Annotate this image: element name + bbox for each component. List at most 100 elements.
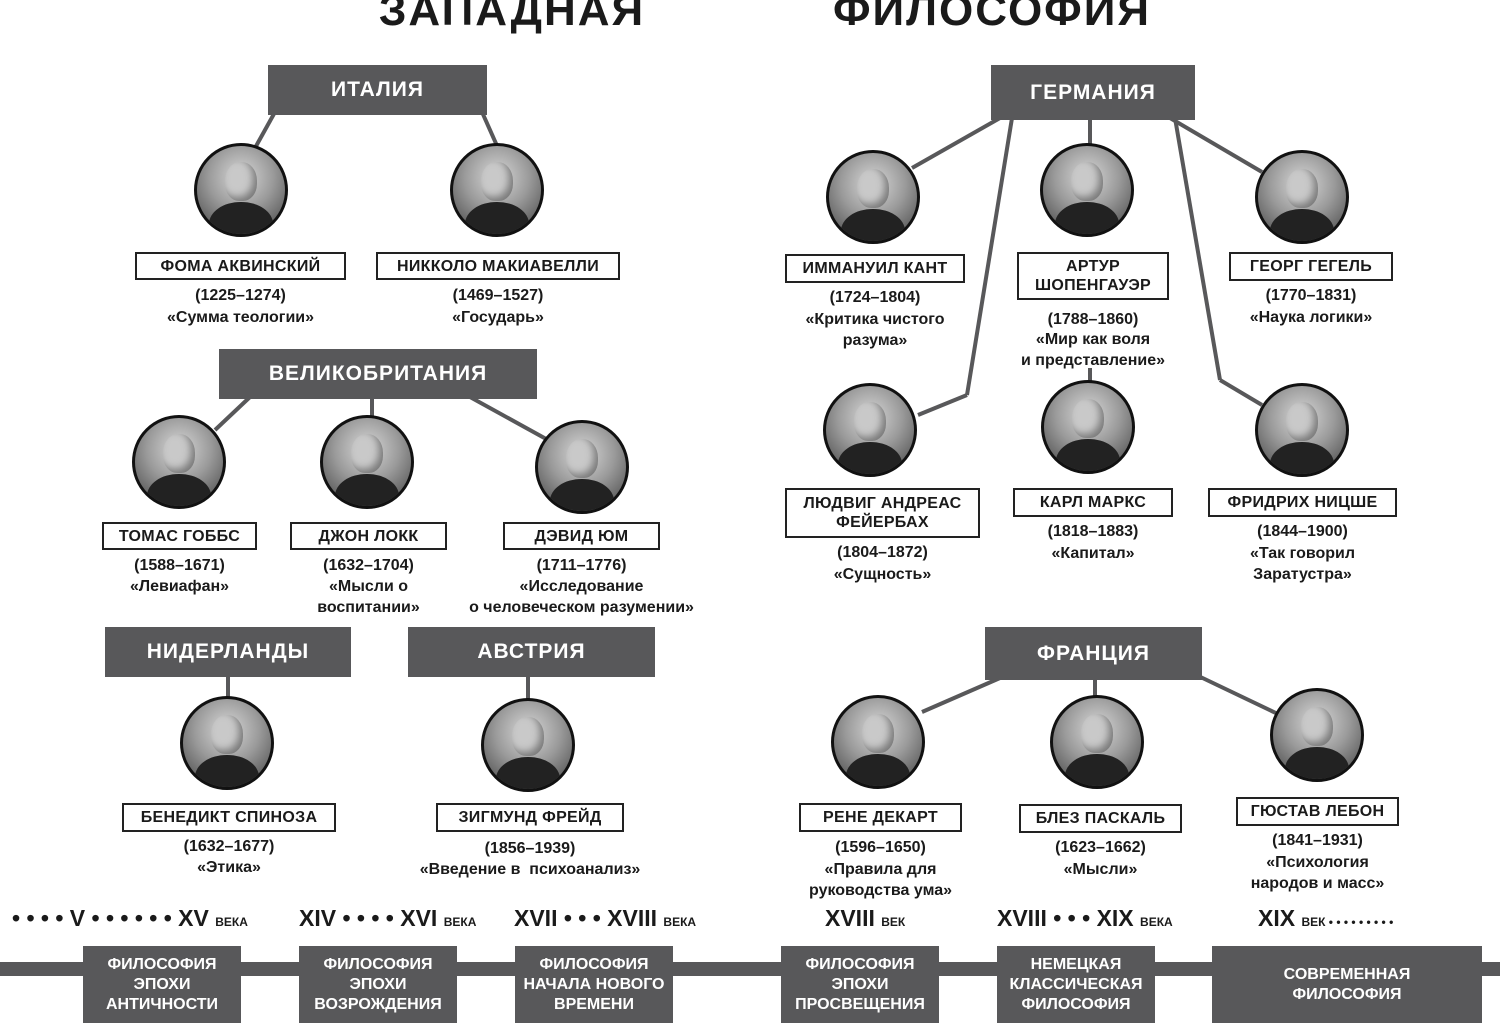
portrait-image — [1270, 688, 1364, 782]
era-box: ФИЛОСОФИЯ ЭПОХИ ВОЗРОЖДЕНИЯ — [299, 946, 457, 1023]
century-range: XVIII • • • XIX — [997, 905, 1134, 931]
philosopher-work: «Капитал» — [1051, 545, 1135, 562]
portrait-image — [1255, 383, 1349, 477]
face-shape — [1071, 161, 1103, 201]
century-range: XVII • • • XVIII — [514, 905, 658, 931]
philosopher-dates: (1596–1650) — [835, 839, 926, 856]
period-label: XIV • • • • XVI ВЕКА — [299, 905, 476, 932]
philosopher-dates: (1818–1883) — [1047, 523, 1139, 540]
portrait-image — [481, 698, 575, 792]
portrait-image — [1040, 143, 1134, 237]
philosopher-dates: (1623–1662) — [1055, 839, 1146, 856]
face-shape — [1072, 398, 1104, 438]
philosopher-dates: (1632–1704) — [323, 557, 414, 574]
century-unit: ВЕКА — [1140, 915, 1173, 929]
face-shape — [862, 713, 894, 753]
country-header: ФРАНЦИЯ — [985, 627, 1202, 680]
philosopher-work: «Мир как воля и представление» — [1021, 331, 1165, 369]
philosopher-work: «Введение в психоанализ» — [419, 861, 641, 878]
face-shape — [512, 716, 544, 756]
century-range: • • • • V • • • • • • XV — [12, 905, 209, 931]
philosopher-work: «Так говорил Заратустра» — [1249, 545, 1356, 583]
body-shape — [846, 754, 910, 786]
era-box: ФИЛОСОФИЯ НАЧАЛА НОВОГО ВРЕМЕНИ — [515, 946, 673, 1023]
face-shape — [211, 714, 243, 754]
philosopher-dates: (1632–1677) — [183, 838, 275, 855]
century-unit: ВЕК — [881, 915, 906, 929]
philosopher-name: РЕНЕ ДЕКАРТ — [799, 803, 962, 832]
century-unit: ВЕК • • • • • • • • • — [1301, 915, 1394, 929]
century-unit: ВЕКА — [215, 915, 248, 929]
philosopher-dates: (1856–1939) — [484, 840, 576, 857]
body-shape — [838, 442, 902, 474]
philosopher-dates: (1711–1776) — [536, 557, 627, 574]
period-label: XVII • • • XVIII ВЕКА — [514, 905, 696, 932]
body-shape — [1056, 439, 1120, 471]
portrait-image — [1255, 150, 1349, 244]
philosopher-name: ФОМА АКВИНСКИЙ — [135, 252, 346, 280]
philosopher-name: ЗИГМУНД ФРЕЙД — [436, 803, 624, 832]
face-shape — [1301, 706, 1333, 746]
philosopher-work: «Мысли о воспитании» — [317, 578, 420, 616]
philosopher-name: НИККОЛО МАКИАВЕЛЛИ — [376, 252, 620, 280]
philosopher-dates: (1844–1900) — [1257, 523, 1348, 540]
portrait-image — [132, 415, 226, 509]
portrait-image — [194, 143, 288, 237]
philosopher-name: ТОМАС ГОББС — [102, 522, 257, 550]
portrait-image — [826, 150, 920, 244]
philosopher-dates: (1804–1872) — [837, 544, 928, 561]
philosopher-dates: (1724–1804) — [829, 289, 921, 306]
country-header: ИТАЛИЯ — [268, 65, 487, 115]
body-shape — [550, 479, 614, 511]
body-shape — [1285, 747, 1349, 779]
body-shape — [1270, 209, 1334, 241]
page-title-1: ЗАПАДНАЯ — [378, 0, 646, 35]
era-box: ФИЛОСОФИЯ ЭПОХИ ПРОСВЕЩЕНИЯ — [781, 946, 939, 1023]
body-shape — [841, 209, 905, 241]
body-shape — [335, 474, 399, 506]
period-label: XVIII • • • XIX ВЕКА — [997, 905, 1173, 932]
philosopher-work: «Исследование о человеческом разумении» — [469, 578, 694, 616]
philosopher-dates: (1770–1831) — [1265, 287, 1357, 304]
philosopher-dates: (1225–1274) — [195, 287, 286, 304]
philosopher-dates: (1841–1931) — [1272, 832, 1363, 849]
portrait-image — [831, 695, 925, 789]
period-label: XIX ВЕК • • • • • • • • • — [1258, 905, 1393, 932]
body-shape — [1065, 754, 1129, 786]
body-shape — [195, 755, 259, 787]
page-title-2: ФИЛОСОФИЯ — [833, 0, 1151, 35]
body-shape — [496, 757, 560, 789]
philosopher-name: АРТУР ШОПЕНГАУЭР — [1017, 252, 1169, 300]
body-shape — [465, 202, 529, 234]
century-range: XVIII — [825, 905, 875, 931]
era-box: ФИЛОСОФИЯ ЭПОХИ АНТИЧНОСТИ — [83, 946, 241, 1023]
philosopher-work: «Сумма теологии» — [166, 309, 315, 326]
portrait-image — [1050, 695, 1144, 789]
era-box: СОВРЕМЕННАЯ ФИЛОСОФИЯ — [1212, 946, 1482, 1023]
philosopher-name: ДЖОН ЛОКК — [290, 522, 447, 550]
body-shape — [147, 474, 211, 506]
face-shape — [857, 168, 889, 208]
country-header: АВСТРИЯ — [408, 627, 655, 677]
body-shape — [209, 202, 273, 234]
philosopher-dates: (1469–1527) — [452, 287, 544, 304]
portrait-image — [450, 143, 544, 237]
face-shape — [1081, 713, 1113, 753]
philosopher-name: БЛЕЗ ПАСКАЛЬ — [1019, 804, 1182, 833]
philosopher-work: «Правила для руководства ума» — [809, 861, 952, 899]
face-shape — [1286, 401, 1318, 441]
century-unit: ВЕКА — [443, 915, 477, 929]
era-box: НЕМЕЦКАЯ КЛАССИЧЕСКАЯ ФИЛОСОФИЯ — [997, 946, 1155, 1023]
century-range: XIV • • • • XVI — [299, 905, 438, 931]
philosopher-name: ФРИДРИХ НИЦШЕ — [1208, 488, 1397, 517]
philosopher-name: ГЮСТАВ ЛЕБОН — [1236, 797, 1399, 826]
philosopher-work: «Государь» — [452, 309, 544, 326]
philosopher-name: ГЕОРГ ГЕГЕЛЬ — [1229, 252, 1393, 281]
face-shape — [225, 161, 257, 201]
country-header: НИДЕРЛАНДЫ — [105, 627, 351, 677]
portrait-image — [320, 415, 414, 509]
body-shape — [1055, 202, 1119, 234]
philosopher-name: ЛЮДВИГ АНДРЕАС ФЕЙЕРБАХ — [785, 488, 980, 538]
philosopher-work: «Этика» — [197, 859, 261, 876]
